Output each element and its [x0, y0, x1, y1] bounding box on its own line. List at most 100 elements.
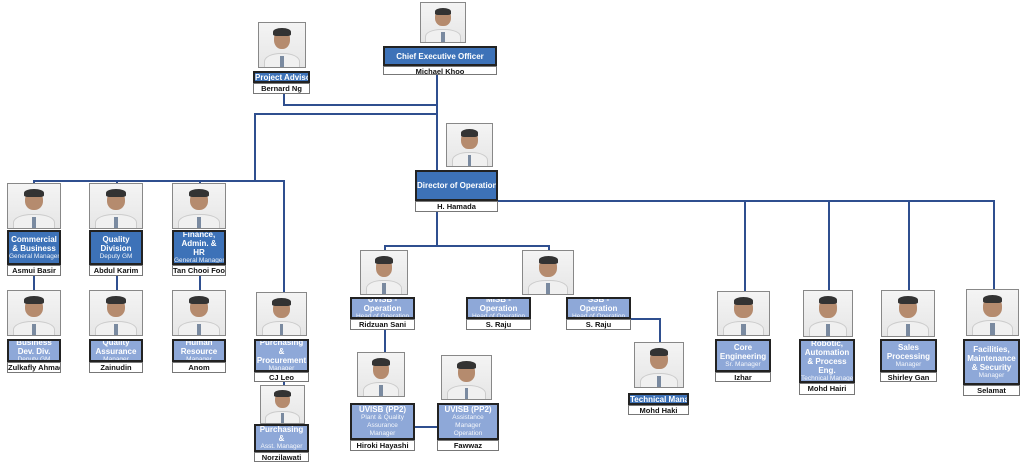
- connector-line: [631, 318, 660, 320]
- employee-name: Bernard Ng: [253, 83, 310, 94]
- connector-line: [384, 245, 386, 250]
- connector-line: [116, 180, 118, 184]
- employee-name: Zainudin: [89, 362, 143, 373]
- job-title: SSB - Operation: [579, 297, 618, 313]
- connector-line: [254, 113, 438, 115]
- job-title-box: UVISB (PP2)Assistance Manager Operation: [437, 403, 499, 440]
- job-role: Asst. Manager: [260, 443, 303, 450]
- connector-line: [436, 73, 438, 171]
- employee-name: Izhar: [715, 372, 771, 382]
- job-title: Business Dev. Div.: [16, 339, 52, 356]
- job-role: Manager: [978, 371, 1005, 379]
- job-role: Manager: [895, 360, 922, 368]
- employee-name: Tan Chooi Foo: [172, 265, 226, 276]
- job-title: Sales Processing: [886, 342, 931, 361]
- job-title: UVISB (PP2): [444, 405, 492, 414]
- job-title: Finance, Admin. & HR: [181, 230, 217, 257]
- employee-photo: [446, 123, 493, 167]
- employee-photo: [357, 352, 405, 397]
- employee-name: Norzilawati: [254, 452, 309, 462]
- job-title: Commercial & Business: [11, 234, 57, 253]
- job-title-box: UVISB (PP2)Plant & Quality Assurance Man…: [350, 403, 415, 440]
- job-title: Chief Executive Officer: [396, 51, 484, 61]
- connector-line: [548, 245, 550, 250]
- job-role: Plant & Quality Assurance Manager: [361, 414, 404, 437]
- employee-name: Abdul Karim: [89, 265, 143, 276]
- employee-photo: [522, 250, 574, 295]
- connector-line: [384, 245, 550, 247]
- job-role: Assistance Manager Operation: [452, 414, 484, 437]
- job-title: MISB - Operation: [479, 297, 518, 313]
- connector-line: [498, 200, 995, 202]
- job-title: Purchasing &: [259, 425, 304, 443]
- job-title: Quality Assurance: [95, 339, 137, 356]
- employee-photo: [717, 291, 770, 336]
- employee-photo: [172, 183, 226, 229]
- employee-name: Selamat: [963, 385, 1020, 396]
- job-role: Manager: [268, 365, 295, 372]
- employee-photo: [634, 342, 684, 388]
- employee-name: CJ Leo: [254, 372, 309, 382]
- connector-line: [199, 180, 201, 184]
- connector-line: [384, 330, 386, 352]
- employee-name: Zulkafly Ahmad: [7, 362, 61, 373]
- connector-line: [33, 276, 35, 290]
- job-title-box: Purchasing &Asst. Manager: [254, 424, 309, 452]
- employee-name: Fawwaz: [437, 440, 499, 451]
- employee-photo: [89, 290, 143, 336]
- job-title: Human Resource: [180, 339, 218, 356]
- job-role: Deputy GM: [17, 355, 51, 362]
- job-title: Project Advisor: [255, 72, 310, 82]
- job-title: Director of Operation: [417, 181, 498, 190]
- job-role: Head of Operation: [471, 313, 526, 319]
- employee-photo: [7, 290, 61, 336]
- connector-line: [415, 426, 437, 428]
- job-title: Robotic, Automation & Process Eng.: [804, 339, 850, 375]
- employee-photo: [258, 22, 306, 68]
- job-role: Manager: [186, 355, 212, 362]
- job-role: Manager: [103, 355, 129, 362]
- job-title: UVISB (PP2): [358, 405, 407, 414]
- job-role: General Manager: [9, 252, 60, 260]
- job-title-box: Robotic, Automation & Process Eng.Techni…: [799, 339, 855, 383]
- job-title: Purchasing & Procurement: [256, 339, 307, 365]
- employee-photo: [966, 289, 1019, 336]
- job-role: Head of Operation: [571, 313, 626, 319]
- job-title-box: Technical Manager: [628, 393, 689, 405]
- job-title: Facilities, Maintenance & Security: [967, 344, 1016, 372]
- employee-name: Ridzuan Sani: [350, 319, 415, 330]
- employee-photo: [7, 183, 61, 229]
- employee-photo: [172, 290, 226, 336]
- connector-line: [436, 212, 438, 246]
- connector-line: [993, 200, 995, 289]
- employee-photo: [89, 183, 143, 229]
- connector-line: [828, 200, 830, 290]
- employee-photo: [420, 2, 466, 43]
- connector-line: [33, 180, 285, 182]
- employee-photo: [260, 385, 305, 424]
- connector-line: [283, 94, 285, 105]
- job-title: Technical Manager: [630, 394, 689, 404]
- connector-line: [659, 318, 661, 342]
- job-title: UVISB - Operation: [363, 297, 402, 313]
- employee-photo: [803, 290, 853, 337]
- employee-name: S. Raju: [566, 319, 631, 330]
- job-title: Quality Division: [100, 234, 132, 253]
- employee-photo: [881, 290, 935, 337]
- employee-name: Mohd Hairi: [799, 383, 855, 395]
- connector-line: [254, 113, 256, 181]
- employee-photo: [360, 250, 408, 295]
- employee-name: Shirley Gan: [880, 372, 937, 382]
- job-role: Sr. Manager: [725, 360, 761, 368]
- employee-name: H. Hamada: [415, 201, 498, 212]
